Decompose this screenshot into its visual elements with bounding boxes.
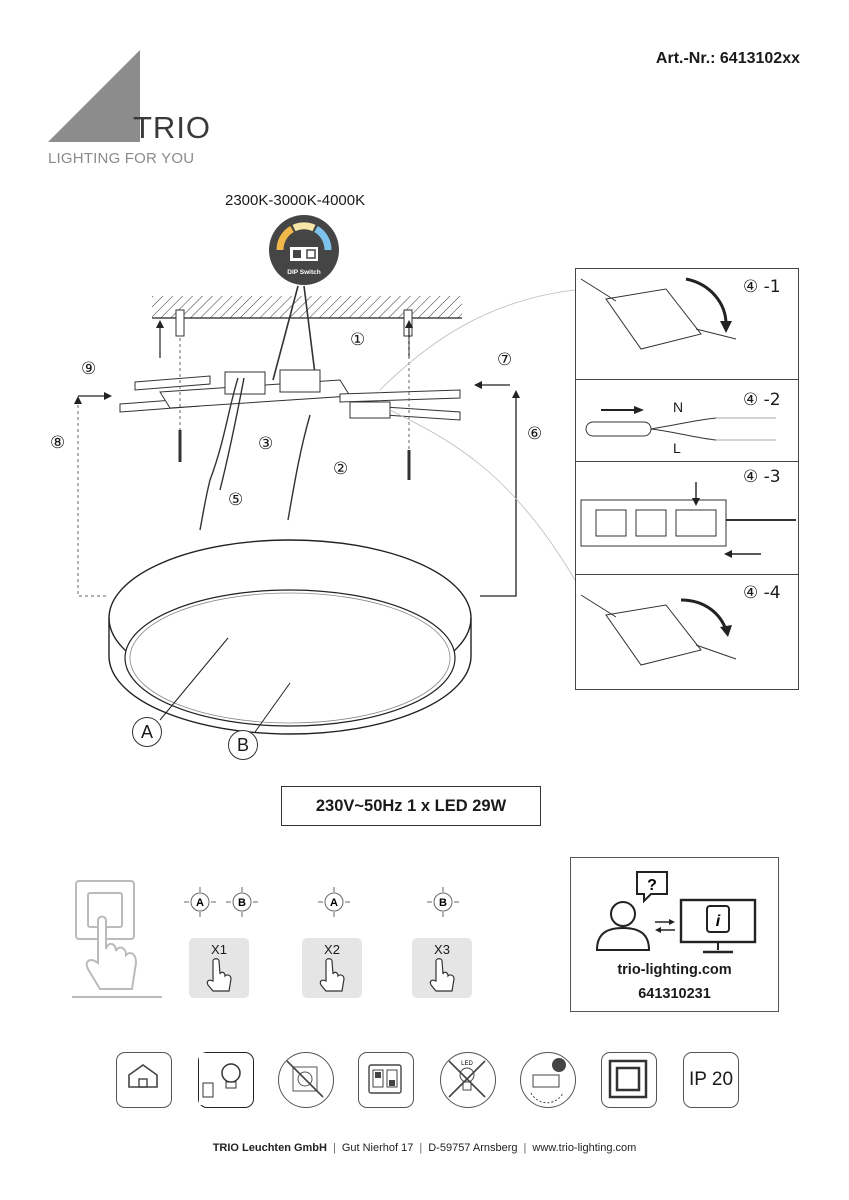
electrical-spec: 230V~50Hz 1 x LED 29W xyxy=(281,786,541,826)
part-label-a: A xyxy=(132,717,162,747)
svg-text:?: ? xyxy=(647,877,657,894)
led-text: LED xyxy=(461,1061,473,1067)
live-label: L xyxy=(673,440,681,456)
wall-plug-left xyxy=(175,309,185,337)
wall-switch-hand-icon xyxy=(72,880,162,998)
step-label-8: ⑧ xyxy=(50,433,66,453)
wire-strip-illustration xyxy=(585,406,776,441)
mode-2-light-a: A xyxy=(330,897,338,909)
protection-class-icon xyxy=(601,1052,657,1108)
neutral-label: N xyxy=(673,399,684,415)
connector-open-illustration xyxy=(580,277,737,350)
part-label-b: B xyxy=(228,730,258,760)
wiring-panel-4: ④ -4 xyxy=(575,574,799,690)
step-label-5: ⑤ xyxy=(228,490,244,510)
website-link[interactable]: trio-lighting.com xyxy=(617,962,732,978)
luminaire-diffuser xyxy=(124,589,456,727)
wiring-panel-2: N L ④ -2 xyxy=(575,379,799,462)
mode-1-lights: A B xyxy=(184,887,258,917)
indoor-use-icon xyxy=(116,1052,172,1108)
mode-2-presses: X2 xyxy=(324,942,340,957)
mode-3-tap-box: X3 xyxy=(412,938,472,998)
brand-tagline: LIGHTING FOR YOU xyxy=(48,150,195,167)
mode-1-light-a: A xyxy=(196,897,204,909)
wiring-panel-1: ④ -1 xyxy=(575,268,799,380)
info-code: 641310231 xyxy=(638,986,711,1002)
ip-rating-icon: IP 20 xyxy=(683,1052,739,1108)
footer-company: TRIO Leuchten GmbH xyxy=(212,1142,327,1154)
help-info-icon: ? i xyxy=(595,871,757,954)
tap-hand-icon xyxy=(206,958,232,992)
lamp-type-icon xyxy=(198,1052,254,1108)
step-label-7: ⑦ xyxy=(497,350,513,370)
no-dimmer-icon xyxy=(278,1052,334,1108)
exploded-installation-diagram xyxy=(74,285,576,735)
mode-2-tap-box: X2 xyxy=(302,938,362,998)
step-label-2: ② xyxy=(333,459,349,479)
mode-3-lights: B xyxy=(427,887,459,917)
connector-close-illustration xyxy=(580,594,737,666)
tap-hand-icon xyxy=(429,958,455,992)
step-label-9: ⑨ xyxy=(81,359,97,379)
panel-label-4: ④ -4 xyxy=(743,583,781,603)
step-label-3: ③ xyxy=(258,434,274,454)
panel-label-3: ④ -3 xyxy=(743,467,781,487)
info-box: ? i trio-lighting.com 641310231 xyxy=(570,857,779,1012)
step-label-6: ⑥ xyxy=(527,424,543,444)
color-temperature-label: 2300K-3000K-4000K xyxy=(225,192,366,209)
dip-switch-badge: DIP Switch xyxy=(269,215,339,285)
mode-1-presses: X1 xyxy=(211,942,227,957)
connector-insert-illustration xyxy=(580,482,796,558)
brand-name: TRIO xyxy=(133,110,212,145)
step-label-1: ① xyxy=(350,330,366,350)
mode-1-tap-box: X1 xyxy=(189,938,249,998)
panel-label-2: ④ -2 xyxy=(743,390,781,410)
brand-triangle-logo xyxy=(48,50,140,142)
mode-1-light-b: B xyxy=(238,897,246,909)
dip-switch-label: DIP Switch xyxy=(287,269,321,276)
mode-3-presses: X3 xyxy=(434,942,450,957)
footer-web-link[interactable]: www.trio-lighting.com xyxy=(532,1142,637,1154)
tap-hand-icon xyxy=(319,958,345,992)
no-led-replace-icon: LED xyxy=(440,1052,496,1108)
wiring-panel-3: ④ -3 xyxy=(575,461,799,575)
footer-address: TRIO Leuchten GmbH|Gut Nierhof 17|D-5975… xyxy=(212,1142,637,1154)
svg-text:i: i xyxy=(716,913,721,930)
footer-street: Gut Nierhof 17 xyxy=(341,1142,414,1154)
mounting-bracket xyxy=(119,369,461,421)
panel-label-1: ④ -1 xyxy=(743,277,781,297)
article-number: Art.-Nr.: 6413102xx xyxy=(655,50,800,67)
footer-city: D-59757 Arnsberg xyxy=(428,1142,518,1154)
mode-3-light-b: B xyxy=(439,897,447,909)
mode-2-lights: A xyxy=(318,887,350,917)
switch-icon xyxy=(358,1052,414,1108)
driver-replace-icon xyxy=(520,1052,576,1108)
